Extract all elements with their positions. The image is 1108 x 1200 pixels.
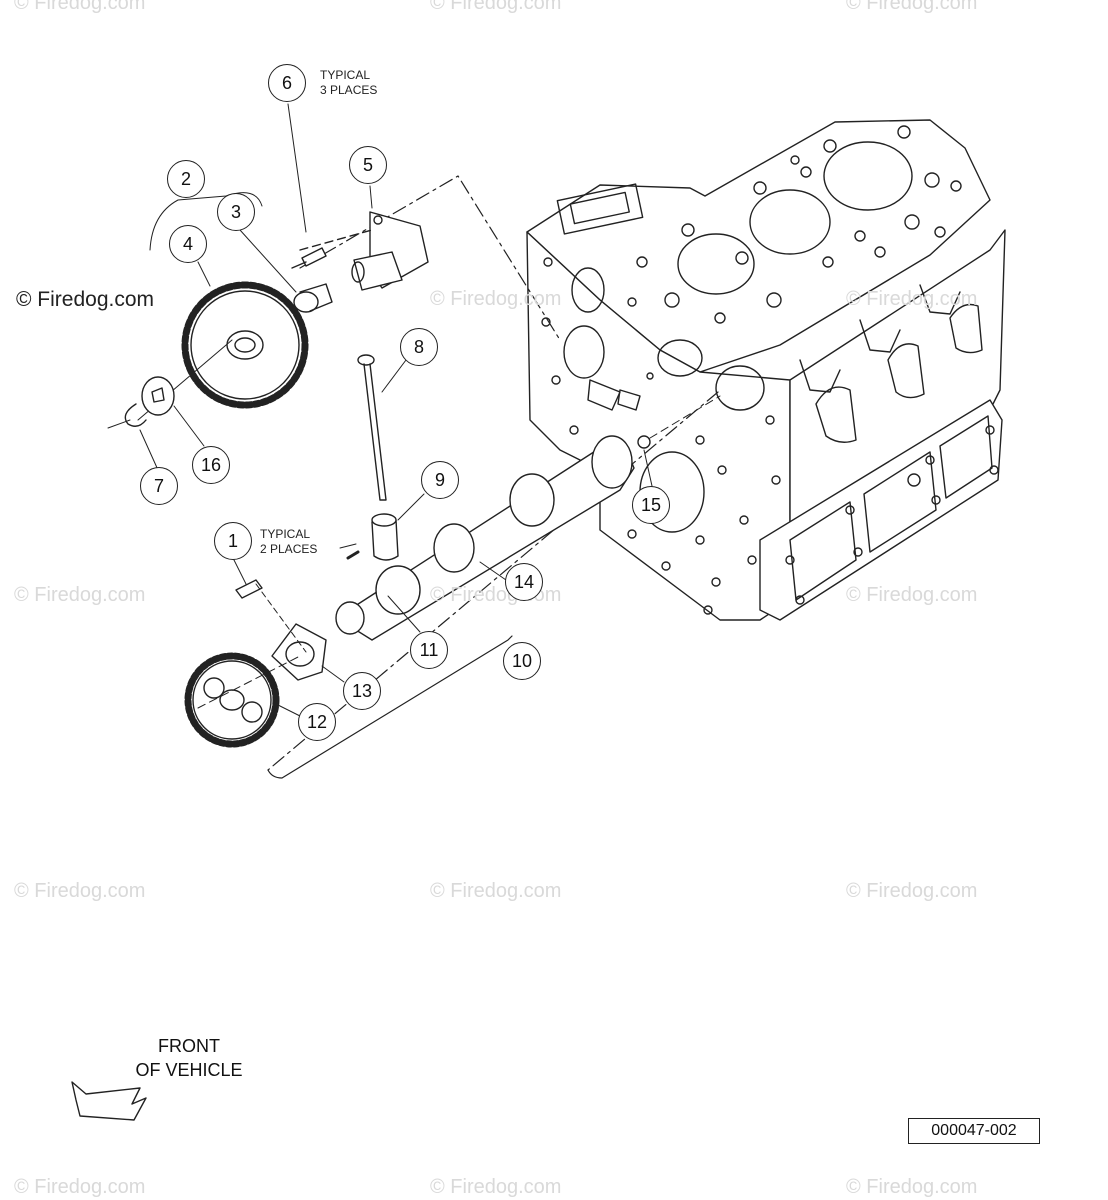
- leader-lines: [139, 103, 653, 721]
- idler-shaft: [299, 211, 429, 291]
- bushing: [293, 283, 333, 313]
- tappet: [371, 513, 399, 561]
- callout-13: 13: [343, 672, 381, 710]
- watermark: © Firedog.com: [14, 880, 146, 902]
- bolt-6: [291, 247, 327, 269]
- idler-gear: [137, 281, 309, 421]
- group-outline: [267, 175, 719, 771]
- watermark: © Firedog.com: [14, 0, 146, 14]
- watermark: © Firedog.com: [430, 1176, 562, 1198]
- callout-1: 1: [214, 522, 252, 560]
- drawing-number: 000047-002: [908, 1118, 1040, 1144]
- watermark: © Firedog.com: [14, 1176, 146, 1198]
- group-bracket: [267, 635, 513, 779]
- plug-15: [637, 435, 651, 449]
- washer-16: [141, 376, 175, 416]
- camshaft: [335, 435, 635, 641]
- note-typical-3-places: TYPICAL 3 PLACES: [320, 68, 378, 97]
- front-of-vehicle-label: FRONT OF VEHICLE: [135, 1036, 243, 1080]
- callout-2: 2: [167, 160, 205, 198]
- callout-11: 11: [410, 631, 448, 669]
- thrust-plate: [271, 623, 327, 681]
- watermark: © Firedog.com: [430, 288, 562, 310]
- callout-12: 12: [298, 703, 336, 741]
- snap-ring-7: [124, 403, 147, 427]
- push-rod: [357, 354, 387, 501]
- cam-gear: [184, 652, 301, 748]
- engine-block: [526, 119, 1006, 621]
- front-arrow: [71, 1081, 147, 1121]
- callout-6: 6: [268, 64, 306, 102]
- callout-4: 4: [169, 225, 207, 263]
- note-typical-2-places: TYPICAL 2 PLACES: [260, 527, 318, 556]
- callout-5: 5: [349, 146, 387, 184]
- callout-14: 14: [505, 563, 543, 601]
- callout-8: 8: [400, 328, 438, 366]
- watermark: © Firedog.com: [846, 288, 978, 310]
- bolt-1: [235, 579, 307, 653]
- callout-10: 10: [503, 642, 541, 680]
- callout-9: 9: [421, 461, 459, 499]
- callout-7: 7: [140, 467, 178, 505]
- callout-16: 16: [192, 446, 230, 484]
- watermark: © Firedog.com: [846, 880, 978, 902]
- watermark: © Firedog.com: [846, 1176, 978, 1198]
- watermark: © Firedog.com: [846, 0, 978, 14]
- watermark: © Firedog.com: [430, 0, 562, 14]
- callout-3: 3: [217, 193, 255, 231]
- watermark: © Firedog.com: [430, 880, 562, 902]
- watermark: © Firedog.com: [14, 584, 146, 606]
- watermark: © Firedog.com: [846, 584, 978, 606]
- callout-15: 15: [632, 486, 670, 524]
- watermark-prominent: © Firedog.com: [16, 288, 155, 311]
